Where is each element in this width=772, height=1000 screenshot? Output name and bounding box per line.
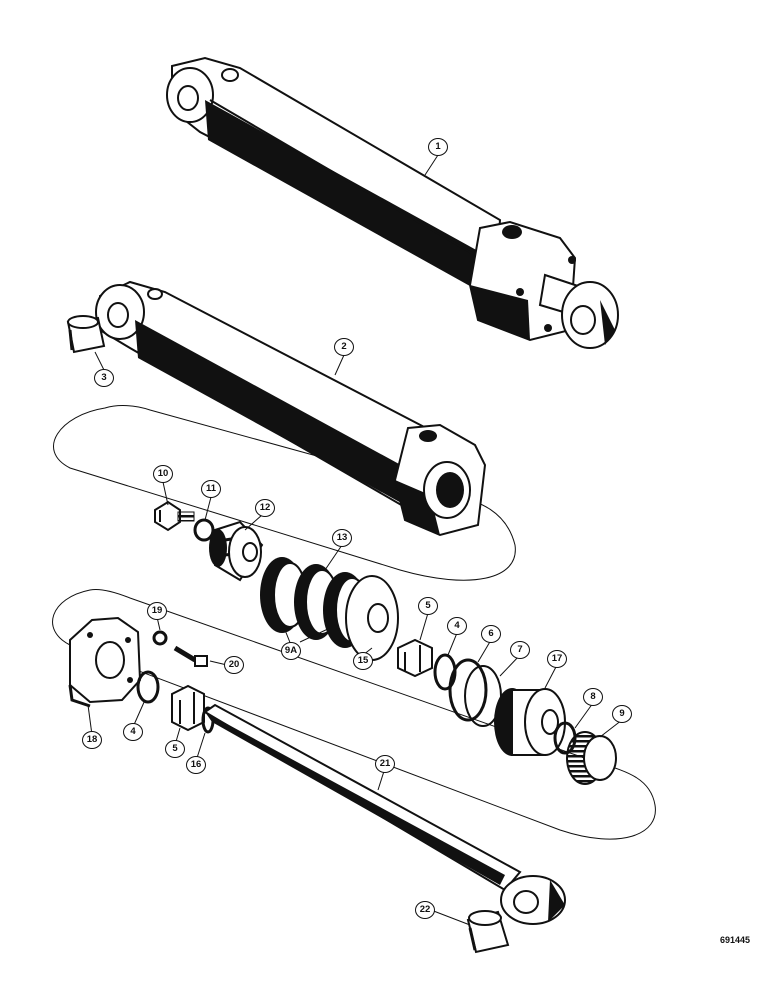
bolt [154, 500, 195, 532]
callout-part-11: 11 [201, 480, 221, 498]
group-outline-upper [53, 405, 516, 581]
callout-part-5-right: 5 [418, 597, 438, 615]
callout-part-16: 16 [186, 756, 206, 774]
callout-part-17: 17 [547, 650, 567, 668]
callout-part-4-right: 4 [447, 617, 467, 635]
spacer [209, 520, 264, 582]
reference-number: 691445 [719, 935, 750, 945]
callout-part-10: 10 [153, 465, 173, 483]
callout-part-22: 22 [415, 901, 435, 919]
callout-part-2: 2 [334, 338, 354, 356]
callout-part-21: 21 [375, 755, 395, 773]
callout-part-19: 19 [147, 602, 167, 620]
callout-part-13: 13 [332, 529, 352, 547]
callout-part-5-left: 5 [165, 740, 185, 758]
callout-part-8: 8 [583, 688, 603, 706]
piston-seal-assembly [260, 557, 399, 661]
callout-part-7: 7 [510, 641, 530, 659]
callout-part-1: 1 [428, 138, 448, 156]
assembled-cylinder [166, 56, 619, 349]
gland [494, 688, 566, 756]
cylinder-barrel [95, 280, 487, 537]
callout-part-9a: 9A [281, 642, 301, 660]
callout-part-4-left: 4 [123, 723, 143, 741]
callout-part-18: 18 [82, 731, 102, 749]
backup-ring [448, 658, 488, 722]
callout-part-9: 9 [612, 705, 632, 723]
wiper-seal [566, 731, 617, 785]
callout-part-20: 20 [224, 656, 244, 674]
callout-part-12: 12 [255, 499, 275, 517]
nut-right [397, 638, 433, 678]
rod-end-bushing [466, 910, 510, 954]
nut-left [171, 684, 205, 732]
washer [193, 518, 215, 542]
group-outline-lower [52, 589, 656, 840]
o-ring-left [136, 670, 160, 704]
cap-screw [173, 645, 208, 667]
bushing [66, 315, 106, 354]
head-cap [68, 616, 142, 708]
callout-part-15: 15 [353, 652, 373, 670]
callout-part-3: 3 [94, 369, 114, 387]
callout-part-6: 6 [481, 625, 501, 643]
lock-washer [152, 630, 168, 646]
piston-rod [203, 703, 566, 925]
